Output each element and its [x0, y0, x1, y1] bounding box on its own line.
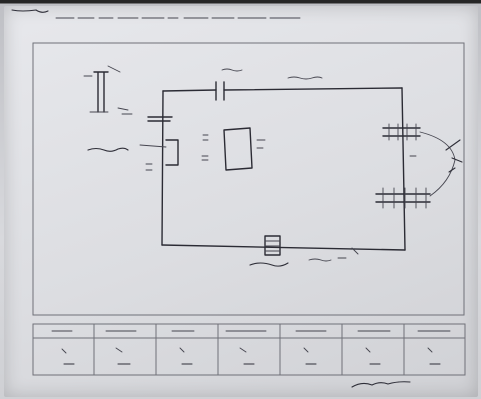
- drawing-border: [32, 42, 465, 316]
- observation-table: [32, 323, 466, 376]
- circuit-diagram: [83, 65, 463, 267]
- header-line: [11, 9, 301, 19]
- signature-mark: [351, 381, 411, 388]
